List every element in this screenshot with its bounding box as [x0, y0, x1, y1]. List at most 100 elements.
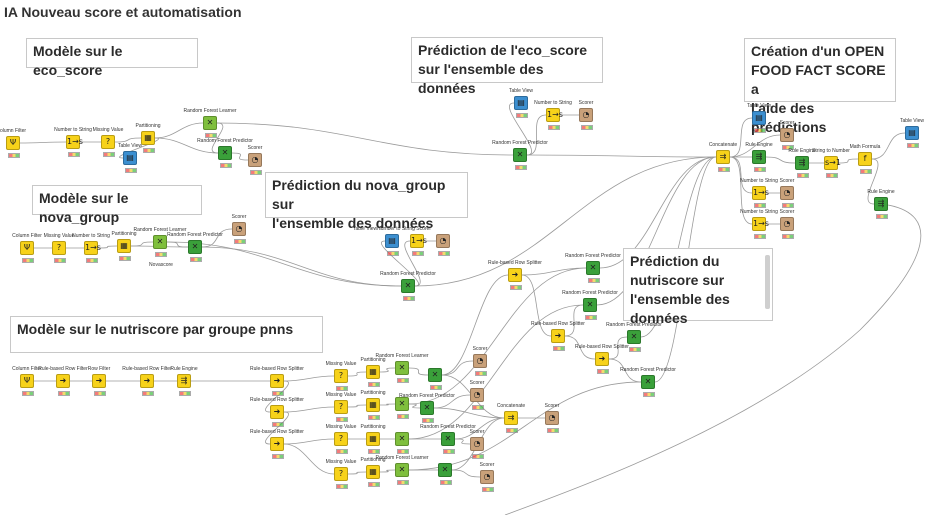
partitioning-node[interactable]: ▦	[141, 131, 155, 153]
connection-pt1-rfp1[interactable]	[154, 137, 219, 154]
missing-value-node[interactable]: ?	[334, 369, 348, 391]
rule-engine-node[interactable]: ⇶	[752, 150, 766, 172]
number-to-string-node[interactable]: 1→s	[84, 241, 101, 263]
random-forest-predictor-node[interactable]: ✕	[218, 146, 232, 168]
rule-based-row-splitter-node[interactable]: ➜	[595, 352, 609, 374]
connection-rfp2-cc2[interactable]	[526, 154, 717, 158]
random-forest-predictor-node[interactable]: ✕	[641, 375, 655, 397]
connection-rfpC-scC[interactable]	[454, 438, 471, 445]
connection-sp2-mvB[interactable]	[283, 406, 335, 413]
number-to-string-node[interactable]: 1→s	[752, 217, 769, 239]
connection-rfp3-sc3[interactable]	[201, 228, 233, 248]
random-forest-predictor-node[interactable]: ✕	[438, 463, 452, 485]
column-filter-node[interactable]: Ψ	[20, 241, 34, 263]
missing-value-node[interactable]: ?	[101, 135, 115, 157]
annotation-nova-model[interactable]: Modèle sur le nova_group	[32, 185, 202, 225]
connection-rfp4-nts4[interactable]	[404, 240, 421, 287]
missing-value-node[interactable]: ?	[52, 241, 66, 263]
rule-based-row-splitter-node[interactable]: ➜	[270, 437, 284, 459]
column-filter-node[interactable]: Ψ	[6, 136, 20, 158]
connection-sp3-mvD[interactable]	[283, 443, 335, 475]
number-to-string-node[interactable]: 1→s	[410, 234, 427, 256]
random-forest-predictor-node[interactable]: ✕	[586, 261, 600, 283]
random-forest-learner-node[interactable]: ✕	[395, 463, 409, 485]
random-forest-predictor-node[interactable]: ✕	[441, 432, 455, 454]
table-view-node[interactable]: ▤	[385, 234, 399, 256]
scorer-node[interactable]: ◔	[470, 437, 484, 459]
connection-mvD-ptD[interactable]	[347, 471, 367, 475]
connection-sp3-mvC[interactable]	[283, 438, 335, 445]
connection-mf-re4[interactable]	[867, 158, 879, 205]
partitioning-node[interactable]: ▦	[366, 432, 380, 454]
connection-rfl2-rfp4[interactable]	[166, 241, 402, 287]
annotation-scrollbar[interactable]	[765, 255, 770, 309]
annotation-nutri-predict[interactable]: Prédiction du nutriscore sur l'ensemble …	[623, 248, 773, 326]
connection-spP3-rfpP3[interactable]	[608, 336, 628, 360]
random-forest-learner-node[interactable]: ✕	[395, 432, 409, 454]
connection-rfpC-cc1[interactable]	[454, 417, 505, 440]
annotation-eco-predict[interactable]: Prédiction de l'eco_score sur l'ensemble…	[411, 37, 603, 96]
connection-rfpA-spP1[interactable]	[441, 274, 509, 376]
connection-mf-tv5[interactable]	[871, 132, 906, 160]
scorer-node[interactable]: ◔	[436, 234, 450, 256]
missing-value-node[interactable]: ?	[334, 467, 348, 489]
scorer-node[interactable]: ◔	[470, 388, 484, 410]
scorer-node[interactable]: ◔	[232, 222, 246, 244]
connection-rfl1-rfp1[interactable]	[211, 122, 224, 154]
connection-cc2-nts6[interactable]	[729, 156, 753, 225]
annotation-nutri-model[interactable]: Modèle sur le nutriscore par groupe pnns	[10, 316, 323, 353]
connection-cc2-tv4[interactable]	[729, 117, 753, 158]
random-forest-predictor-node[interactable]: ✕	[420, 401, 434, 423]
partitioning-node[interactable]: ▦	[366, 398, 380, 420]
rule-based-row-splitter-node[interactable]: ➜	[270, 405, 284, 427]
connection-rfpP3-cc2[interactable]	[640, 156, 717, 338]
random-forest-predictor-node[interactable]: ✕	[583, 298, 597, 320]
rule-based-row-filter-node[interactable]: ➜	[56, 374, 70, 396]
table-view-node[interactable]: ▤	[514, 96, 528, 118]
row-filter-node[interactable]: ➜	[92, 374, 106, 396]
random-forest-predictor-node[interactable]: ✕	[627, 330, 641, 352]
random-forest-predictor-node[interactable]: ✕	[188, 240, 202, 262]
connection-pt1-tv1[interactable]	[119, 137, 159, 159]
connection-sp1-sp2[interactable]	[265, 380, 289, 413]
scorer-node[interactable]: ◔	[579, 108, 593, 130]
connection-spP2-spP3[interactable]	[564, 335, 596, 360]
table-view-node[interactable]: ▤	[123, 151, 137, 173]
annotation-off-score[interactable]: Création d'un OPEN FOOD FACT SCORE a l'a…	[744, 38, 896, 135]
rule-engine-node[interactable]: ⇶	[795, 156, 809, 178]
connection-rfpD-scD[interactable]	[451, 469, 481, 478]
random-forest-predictor-node[interactable]: ✕	[401, 279, 415, 301]
connection-nts3-pt2[interactable]	[97, 245, 118, 249]
rule-engine-node[interactable]: ⇶	[177, 374, 191, 396]
connection-rflA-rfpA[interactable]	[408, 367, 429, 376]
scorer-node[interactable]: ◔	[780, 217, 794, 239]
connection-cc2-sc6[interactable]	[729, 134, 781, 158]
scorer-node[interactable]: ◔	[473, 354, 487, 376]
connection-re2-re3[interactable]	[765, 156, 796, 164]
math-formula-node[interactable]: f	[858, 152, 872, 174]
table-view-node[interactable]: ▤	[905, 126, 919, 148]
scorer-node[interactable]: ◔	[780, 186, 794, 208]
missing-value-node[interactable]: ?	[334, 432, 348, 454]
connection-rfpP2-cc2[interactable]	[596, 156, 717, 306]
annotation-eco-model[interactable]: Modèle sur le eco_score	[26, 38, 198, 78]
connection-rfpP1-cc2[interactable]	[599, 156, 717, 269]
random-forest-learner-node[interactable]: ✕	[203, 116, 217, 138]
annotation-nova-predict[interactable]: Prédiction du nova_group sur l'ensemble …	[265, 172, 468, 231]
scorer-node[interactable]: ◔	[480, 470, 494, 492]
random-forest-predictor-node[interactable]: ✕	[513, 148, 527, 170]
connection-rfp2-nts2[interactable]	[526, 114, 547, 156]
connection-rfl1-rfp2[interactable]	[216, 122, 514, 156]
connection-spP1-spP2[interactable]	[521, 274, 552, 337]
partitioning-node[interactable]: ▦	[366, 365, 380, 387]
rule-based-row-filter-node[interactable]: ➜	[140, 374, 154, 396]
connection-rflB-rfpP1[interactable]	[408, 267, 587, 405]
scorer-node[interactable]: ◔	[545, 411, 559, 433]
rule-engine-node[interactable]: ⇶	[874, 197, 888, 219]
connection-rflC-rfpP2[interactable]	[408, 304, 584, 440]
connection-ptD-rflD[interactable]	[379, 469, 396, 473]
table-view-node[interactable]: ▤	[752, 111, 766, 133]
connection-rule-engine-return[interactable]	[504, 204, 922, 515]
scorer-node[interactable]: ◔	[248, 153, 262, 175]
connection-mv1-pt1[interactable]	[114, 137, 142, 143]
